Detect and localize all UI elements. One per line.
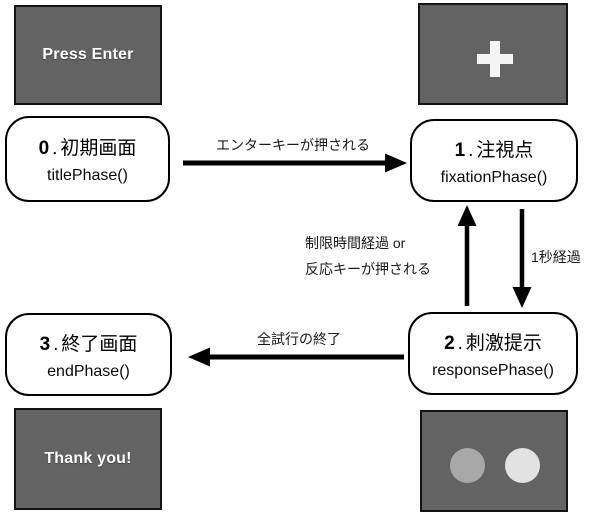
state-2-name: 刺激提示 xyxy=(465,332,542,354)
cross-vertical-bar xyxy=(490,41,500,77)
state-0-name: 初期画面 xyxy=(60,138,137,159)
state-3-function: endPhase() xyxy=(47,362,130,380)
transition-label-response-line2: 反応キーが押される xyxy=(305,261,431,277)
screen-preview-stimulus xyxy=(420,410,568,512)
transition-label-one-second: 1秒経過 xyxy=(531,249,581,265)
state-2-number: 2 xyxy=(444,332,455,354)
state-1-number: 1 xyxy=(454,139,466,161)
state-2-separator: . xyxy=(457,332,463,354)
transition-label-enter-pressed: エンターキーが押される xyxy=(216,137,370,153)
transition-label-response-line1: 制限時間経過 or xyxy=(305,235,406,251)
plus-cross-icon xyxy=(477,41,513,77)
state-1-function: fixationPhase() xyxy=(440,168,548,186)
state-3-name: 終了画面 xyxy=(61,333,138,355)
transition-label-all-trials-end: 全試行の終了 xyxy=(257,331,341,347)
state-0-function: titlePhase() xyxy=(47,167,128,184)
right-stimulus-circle-icon xyxy=(505,448,540,483)
left-stimulus-circle-icon xyxy=(450,448,485,483)
state-node-title-phase: 0.初期画面 titlePhase() xyxy=(5,116,170,202)
arrow-state2-to-state3 xyxy=(188,347,404,367)
state-0-separator: . xyxy=(52,138,58,159)
state-1-title: 1.注視点 xyxy=(455,135,534,162)
thank-you-text: Thank you! xyxy=(44,450,132,467)
state-1-name: 注視点 xyxy=(476,139,534,161)
screen-preview-title: Press Enter xyxy=(14,5,162,105)
arrow-state2-to-state1 xyxy=(457,205,477,306)
screen-preview-thankyou: Thank you! xyxy=(14,408,162,510)
press-enter-text: Press Enter xyxy=(42,46,134,63)
state-node-fixation-phase: 1.注視点 fixationPhase() xyxy=(410,119,578,202)
state-3-title: 3.終了画面 xyxy=(40,329,138,356)
state-2-function: responsePhase() xyxy=(432,361,554,379)
state-1-separator: . xyxy=(468,139,474,161)
screen-preview-fixation xyxy=(418,3,568,105)
state-0-title: 0.初期画面 xyxy=(39,133,137,160)
transition-label-response: 制限時間経過 or 反応キーが押される xyxy=(305,230,431,282)
arrow-state1-to-state2 xyxy=(512,209,532,308)
state-3-number: 3 xyxy=(39,333,51,355)
arrow-state0-to-state1 xyxy=(183,153,407,173)
state-3-separator: . xyxy=(53,333,59,355)
state-node-end-phase: 3.終了画面 endPhase() xyxy=(5,313,172,396)
state-2-title: 2.刺激提示 xyxy=(444,328,542,355)
state-0-number: 0 xyxy=(38,138,50,159)
state-node-response-phase: 2.刺激提示 responsePhase() xyxy=(408,312,578,395)
